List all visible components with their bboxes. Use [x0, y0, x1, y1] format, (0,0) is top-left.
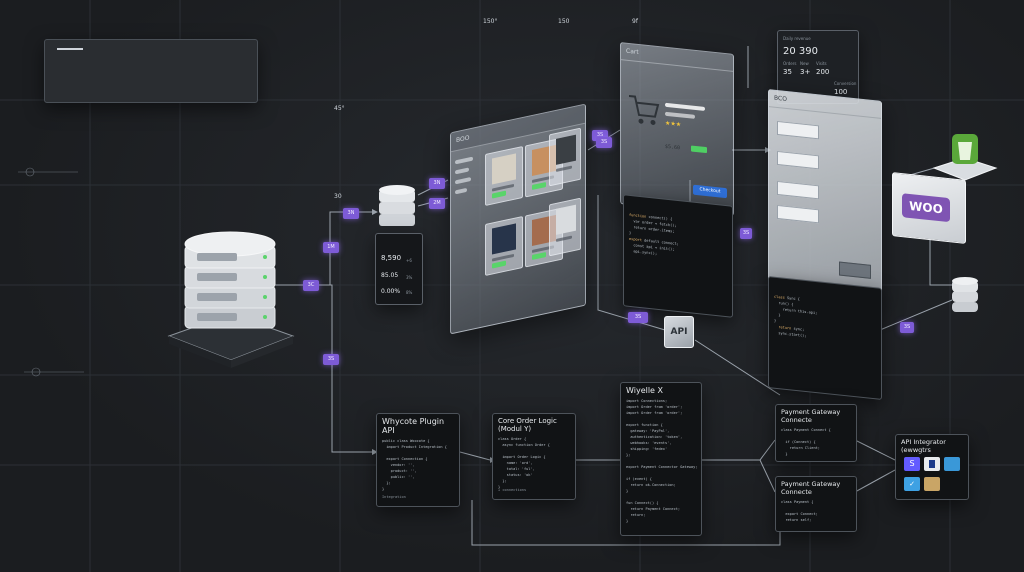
stats-top-label-3: Conversion [834, 81, 857, 86]
code-box-plugin-footer: Integration [382, 495, 406, 499]
code-box-pay2-lines: class Payment { export Connect; return s… [781, 500, 818, 522]
cart-panel[interactable]: Cart ★★★ $5.60 Checkout [620, 42, 734, 216]
badge-2: 2M [429, 198, 445, 209]
stats-top-big: 20 390 [783, 46, 818, 57]
stat-left-3: 0.00% [381, 288, 401, 295]
grid-label-top-a: 150° [483, 18, 498, 25]
stats-top-value-2: 200 [816, 68, 830, 76]
stats-top-label-1: New [800, 61, 809, 66]
badge-4: 1M [323, 242, 339, 253]
tshirt-icon [556, 204, 576, 235]
server-stack-icon [167, 231, 295, 368]
code-box-main[interactable]: Wiyelle X import Connections; import Ord… [620, 382, 702, 536]
badge-8: 3S [596, 137, 612, 148]
database-icon [952, 277, 978, 312]
form-panel-title: BCO [774, 94, 787, 103]
product-card-4[interactable] [485, 215, 523, 277]
badge-3: 3N [343, 208, 359, 219]
code-box-payment-1[interactable]: Payment Gateway Connecte class Payment C… [775, 404, 857, 462]
cart-total: $5.60 [665, 143, 681, 152]
stats-top-header: Daily revenue [783, 36, 811, 41]
shopping-cart-icon [629, 94, 660, 125]
placeholder-bar [57, 48, 83, 50]
form-submit-button[interactable] [839, 261, 871, 279]
api-cube: API [664, 316, 694, 348]
stats-card-left: 8,590 85.05 0.00% +6 3% 8% [375, 233, 423, 305]
shop-panel-title: BOO [456, 134, 470, 145]
cart-panel-title: Cart [626, 47, 639, 56]
form-field-2[interactable] [777, 150, 819, 170]
code-box-order-lines: class Order { async function Order { imp… [498, 437, 550, 489]
form-field-4[interactable] [777, 204, 819, 224]
stat-left-1: 8,590 [381, 254, 402, 262]
stats-top-value-0: 35 [783, 68, 792, 76]
badge-11: 3S [900, 322, 914, 333]
tshirt-icon [492, 153, 516, 185]
badge-7: 3S [592, 130, 608, 141]
shop-sidebar [455, 152, 477, 277]
stats-top-value-3: 100 [834, 88, 848, 96]
badge-1: 3N [429, 178, 445, 189]
shop-panel[interactable]: BOO [450, 103, 586, 335]
code-box-pay1-lines: class Payment Connect { if (Connect) { r… [781, 428, 831, 456]
code-box-pay2-title: Payment Gateway Connecte [781, 480, 841, 496]
database-cube-icon [379, 185, 415, 226]
product-card-6[interactable] [549, 197, 581, 257]
stats-top-label-0: Orders [783, 61, 797, 66]
stat-left-s1: +6 [406, 258, 412, 263]
code-box-plugin-lines: public class Woocote { import Product In… [382, 439, 447, 491]
code-box-pay1-title: Payment Gateway Connecte [781, 408, 841, 424]
shopify-icon [932, 134, 998, 181]
woocommerce-card: WOO [892, 172, 966, 244]
stat-left-s2: 3% [406, 275, 413, 280]
check-icon: ✓ [904, 477, 920, 491]
code-box-plugin-title: Whycote Plugin API [382, 417, 445, 435]
paypal-icon [924, 457, 940, 471]
stat-left-s3: 8% [406, 290, 413, 295]
tshirt-icon [492, 223, 516, 255]
product-card-1[interactable] [485, 145, 523, 207]
placeholder-card [44, 39, 258, 103]
stats-top-label-2: Visits [816, 61, 827, 66]
code-panel-right: class Sync { run() { return this.api; } … [768, 276, 882, 400]
settings-icon [924, 477, 940, 491]
code-box-order-footer: + connections [498, 488, 527, 492]
code-box-main-lines: import Connections; import Order from 'o… [626, 399, 698, 523]
code-panel-middle: function connect() { var order = fetch()… [623, 194, 733, 318]
cloud-icon [944, 457, 960, 471]
api-integrator-title: API Integrator (ewwgtrs [901, 438, 946, 454]
badge-9: 3S [740, 228, 752, 239]
rating-stars: ★★★ [665, 119, 682, 129]
grid-label-top-b: 150 [558, 18, 570, 25]
code-box-main-title: Wiyelle X [626, 386, 664, 395]
product-card-3[interactable] [549, 127, 581, 187]
form-field-3[interactable] [777, 180, 819, 200]
tshirt-icon [556, 134, 576, 165]
code-box-payment-2[interactable]: Payment Gateway Connecte class Payment {… [775, 476, 857, 532]
grid-label-left-b: 30 [334, 193, 342, 200]
badge-5: 3C [303, 280, 319, 291]
stat-left-2: 85.05 [381, 272, 399, 279]
stripe-icon: S [904, 457, 920, 471]
form-field-1[interactable] [777, 120, 819, 140]
form-panel[interactable]: BCO [768, 89, 882, 303]
checkout-button[interactable]: Checkout [693, 184, 727, 199]
code-box-order-logic[interactable]: Core Order Logic (Modul Y) class Order {… [492, 413, 576, 500]
badge-6: 3S [323, 354, 339, 365]
grid-label-top-c: 9f [632, 18, 638, 25]
code-box-order-title: Core Order Logic (Modul Y) [498, 417, 557, 433]
add-button[interactable] [691, 145, 707, 154]
badge-10: 3S [628, 312, 648, 323]
grid-label-left-a: 45° [334, 105, 345, 112]
api-integrator-box[interactable]: API Integrator (ewwgtrs S ✓ [895, 434, 969, 500]
stats-top-value-1: 3+ [800, 68, 811, 76]
woocommerce-logo: WOO [902, 193, 950, 223]
code-box-plugin-api[interactable]: Whycote Plugin API public class Woocote … [376, 413, 460, 507]
